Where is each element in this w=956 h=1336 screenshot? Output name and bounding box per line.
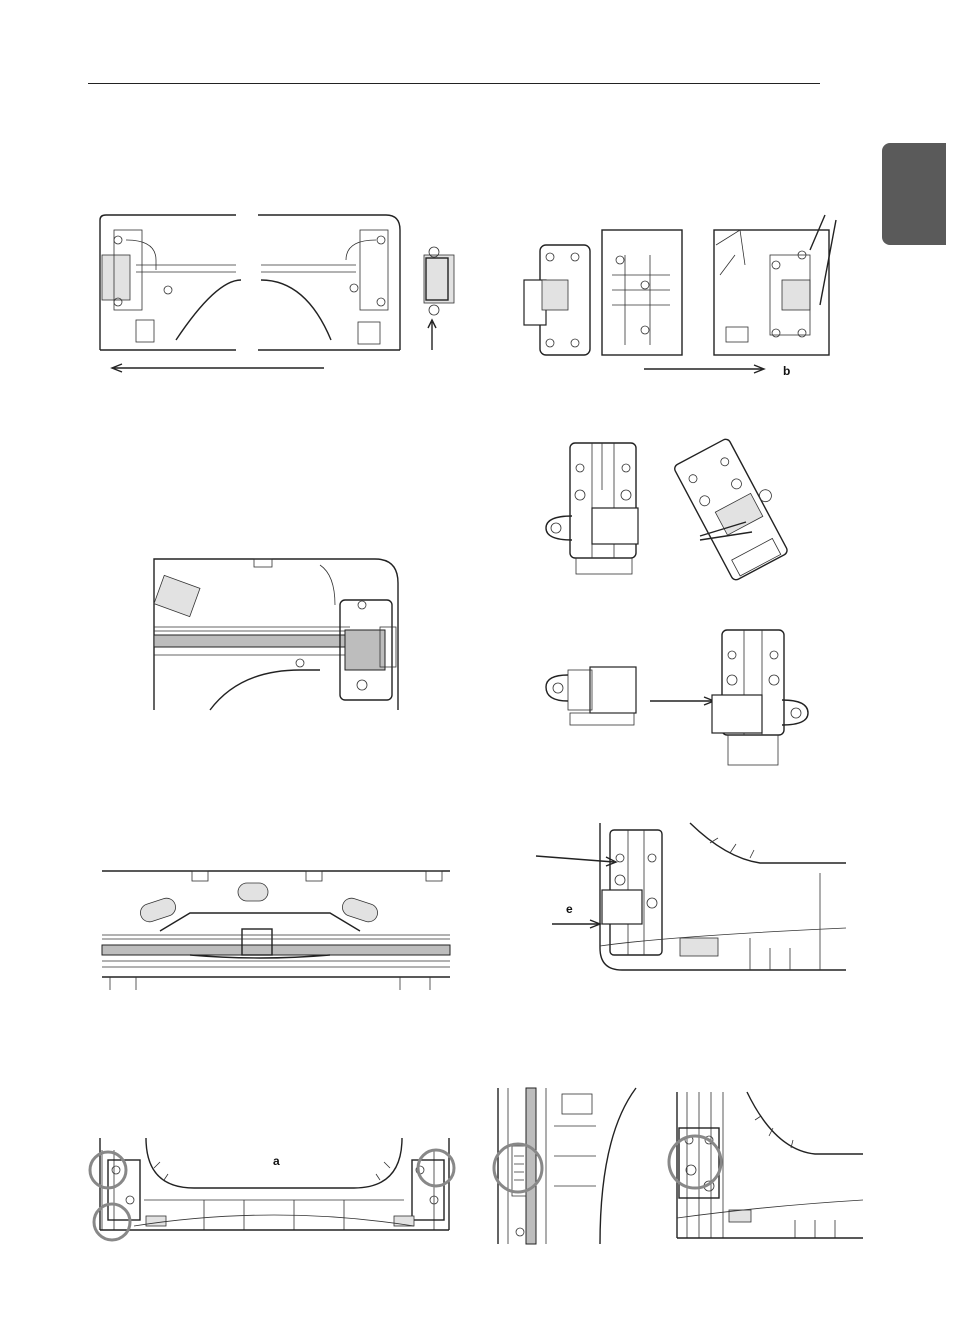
figure-7-frame-long-section (100, 865, 452, 990)
figure-3-latch-detail (540, 440, 815, 590)
panel-label-a: a (273, 1155, 280, 1167)
figure-6-latch-installed (530, 818, 850, 978)
figure-10-corner-circled (665, 1090, 865, 1240)
figure-2-latch-views (520, 215, 850, 380)
figure-9-side-detail-circled (496, 1086, 641, 1246)
chapter-tab (882, 143, 946, 245)
arrow-label-b: b (783, 365, 790, 377)
header-rule (88, 83, 820, 84)
figure-5-latch-assembly (540, 625, 820, 770)
figure-8-frame-front-circled (94, 1130, 459, 1240)
figure-4-frame-latch-shaded (150, 555, 405, 715)
figure-1-frame-halves (96, 210, 446, 380)
arrow-label-e: e (566, 903, 573, 915)
